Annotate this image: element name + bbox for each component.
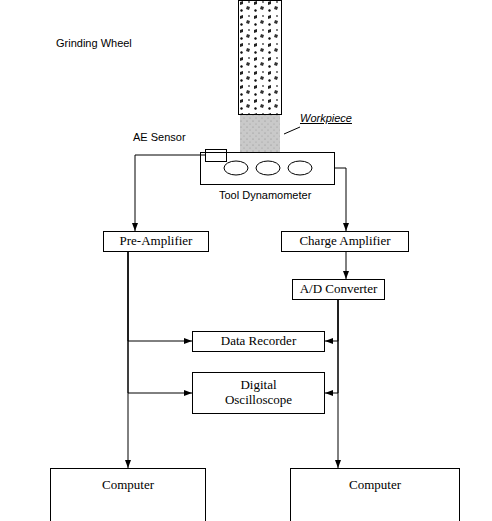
part-label: Grinding Wheel xyxy=(56,37,132,49)
grinding-wheel: Grinding Wheel xyxy=(238,0,282,115)
box-label: Charge Amplifier xyxy=(299,234,390,249)
workpiece: Workpiece xyxy=(240,115,280,152)
dynamometer-sensor xyxy=(224,161,248,175)
signal-connector xyxy=(128,252,192,393)
signal-connector xyxy=(135,155,205,231)
process-box: Charge Amplifier xyxy=(281,231,409,252)
process-box: Pre-Amplifier xyxy=(103,231,209,252)
process-box: Digital Oscilloscope xyxy=(192,372,325,414)
dynamometer-sensor xyxy=(288,161,312,175)
part-label: Workpiece xyxy=(300,112,352,124)
process-box: Data Recorder xyxy=(192,331,325,352)
leader-line xyxy=(284,127,300,134)
process-box: A/D Converter xyxy=(292,279,385,300)
box-label: Computer xyxy=(102,478,154,493)
box-label: Pre-Amplifier xyxy=(120,234,193,249)
box-label: A/D Converter xyxy=(300,282,378,297)
part-label: Tool Dynamometer xyxy=(219,189,311,201)
signal-connector xyxy=(325,300,338,341)
signal-connector xyxy=(128,252,192,341)
signal-connector xyxy=(128,252,129,468)
part-label: AE Sensor xyxy=(133,131,186,143)
workpiece-body xyxy=(240,115,280,152)
signal-connector xyxy=(325,300,338,393)
box-label: Data Recorder xyxy=(221,334,296,349)
box-label: Digital Oscilloscope xyxy=(214,378,304,408)
signal-connector xyxy=(335,168,346,231)
ae-sensor: AE Sensor xyxy=(205,149,227,162)
tool-dynamometer: Tool Dynamometer xyxy=(200,152,335,185)
grinding-wheel xyxy=(238,0,282,115)
signal-connector xyxy=(346,252,347,279)
box-label: Computer xyxy=(349,478,401,493)
signal-connector xyxy=(338,300,339,468)
dynamometer-sensor xyxy=(256,161,280,175)
computer-box: Computer xyxy=(290,468,460,521)
computer-box: Computer xyxy=(50,468,206,521)
